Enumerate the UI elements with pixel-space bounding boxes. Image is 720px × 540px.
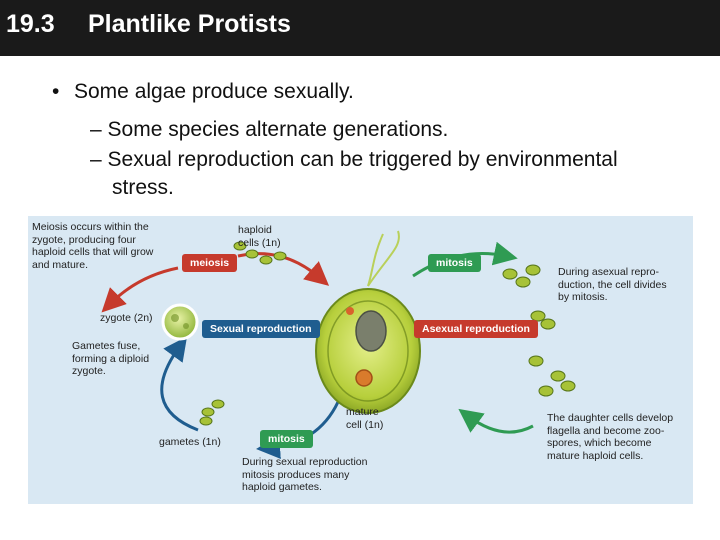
flagellum-right <box>367 230 400 287</box>
nucleus <box>355 310 387 352</box>
title-bar: 19.3 Plantlike Protists <box>0 0 720 56</box>
asexual-note: During asexual repro-duction, the cell d… <box>558 266 667 303</box>
meiosis-tag: meiosis <box>182 254 238 272</box>
pyrenoid <box>355 369 373 387</box>
zoospore-return-arrow <box>458 408 534 434</box>
section-number: 19.3 <box>6 10 55 38</box>
sub-bullet-stress-line1: – Sexual reproduction can be triggered b… <box>90 148 618 171</box>
mitosis-tag-top: mitosis <box>428 254 481 272</box>
slide-title: Plantlike Protists <box>88 10 291 38</box>
eyespot <box>346 307 354 315</box>
flagellum-left <box>367 233 384 287</box>
sexual-reproduction-tag: Sexual reproduction <box>202 320 320 338</box>
asexual-reproduction-tag: Asexual reproduction <box>414 320 538 338</box>
gametes-label: gametes (1n) <box>159 436 221 448</box>
sub-bullet-stress-line2: stress. <box>112 176 174 199</box>
zygote-label: zygote (2n) <box>100 312 153 324</box>
mitosis-tag-bottom: mitosis <box>260 430 313 448</box>
bullet-main-text: Some algae produce sexually. <box>74 80 354 103</box>
meiosis-arrow <box>101 266 179 313</box>
gamete-fusion-arrow <box>160 336 199 432</box>
diagram-graphics <box>101 230 576 459</box>
sub-bullet-generations: – Some species alternate generations. <box>90 118 449 141</box>
bullet-dot-icon: • <box>52 80 60 103</box>
bullet-main: • Some algae produce sexually. <box>52 80 354 104</box>
zygote-cell <box>161 303 199 341</box>
